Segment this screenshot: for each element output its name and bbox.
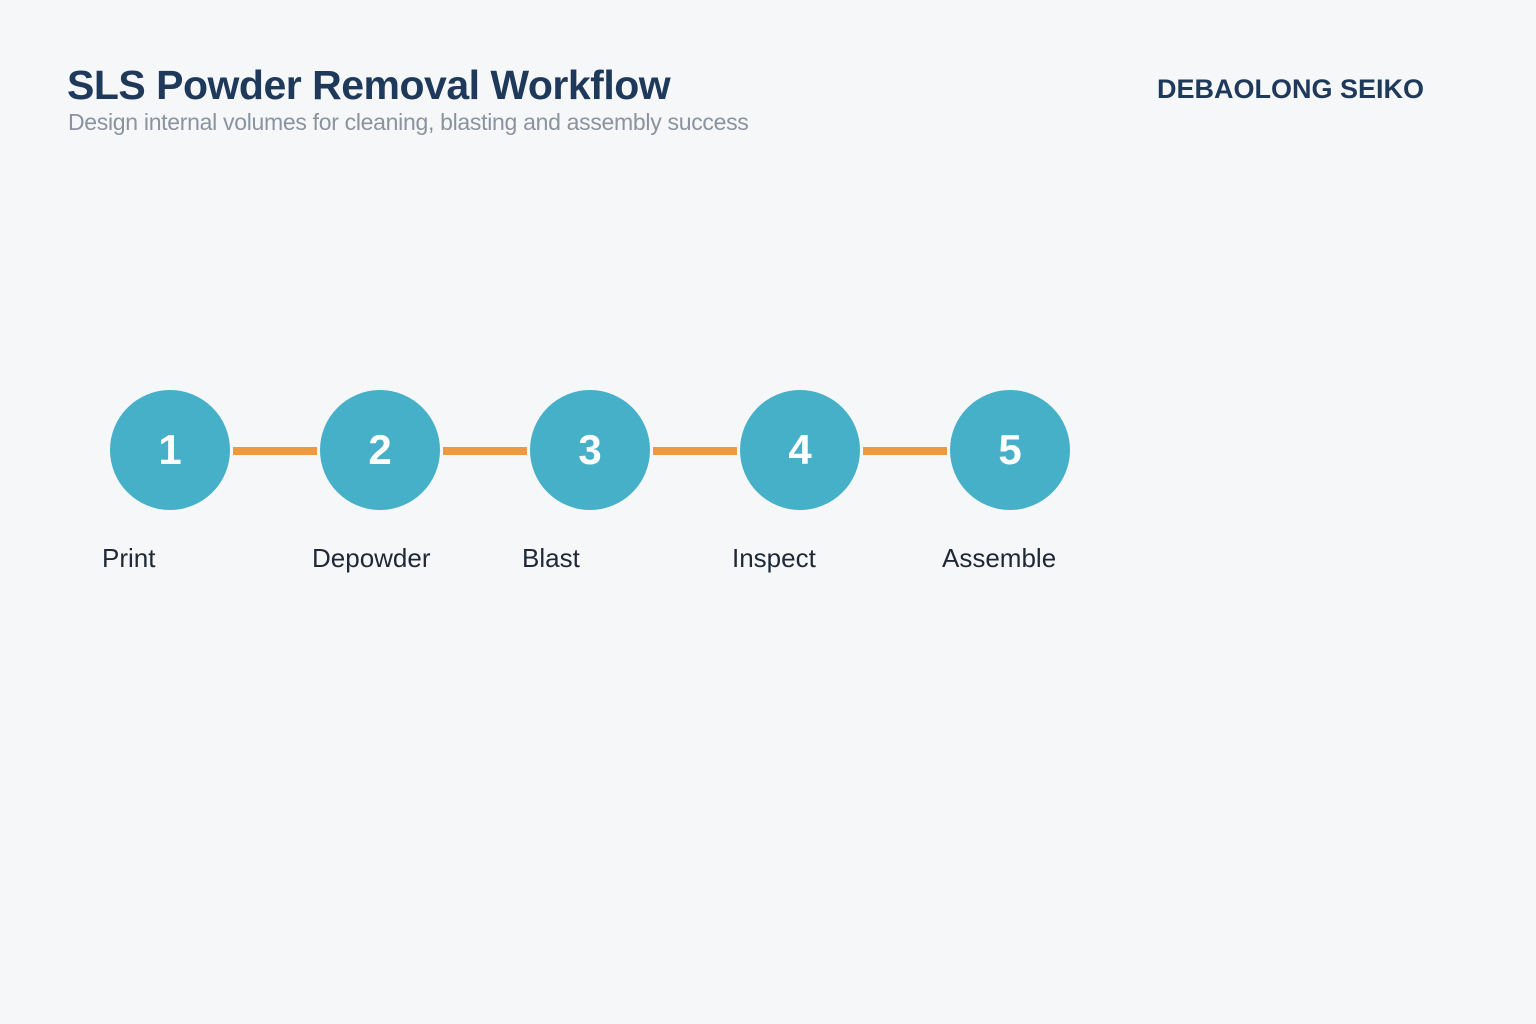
- step-circle: 1: [110, 390, 230, 510]
- step-number: 4: [788, 426, 812, 473]
- workflow-step-print: 1 Print: [102, 390, 230, 573]
- page-title: SLS Powder Removal Workflow: [67, 62, 671, 108]
- step-circle: 5: [950, 390, 1070, 510]
- step-circle: 4: [740, 390, 860, 510]
- workflow-step-assemble: 5 Assemble: [942, 390, 1070, 573]
- step-label: Depowder: [312, 543, 431, 573]
- step-label: Print: [102, 543, 156, 573]
- connector-line: [233, 447, 317, 455]
- connector-line: [863, 447, 947, 455]
- step-number: 5: [998, 426, 1022, 473]
- step-circle: 2: [320, 390, 440, 510]
- connector-line: [653, 447, 737, 455]
- step-label: Blast: [522, 543, 580, 573]
- brand-name: DEBAOLONG SEIKO: [1157, 74, 1425, 104]
- step-label: Inspect: [732, 543, 816, 573]
- workflow-step-depowder: 2 Depowder: [312, 390, 440, 573]
- step-number: 3: [578, 426, 602, 473]
- workflow-step-inspect: 4 Inspect: [732, 390, 860, 573]
- step-label: Assemble: [942, 543, 1057, 573]
- workflow-step-blast: 3 Blast: [522, 390, 650, 573]
- page-subtitle: Design internal volumes for cleaning, bl…: [68, 109, 749, 135]
- connector-line: [443, 447, 527, 455]
- step-circle: 3: [530, 390, 650, 510]
- step-number: 2: [368, 426, 392, 473]
- step-number: 1: [158, 426, 182, 473]
